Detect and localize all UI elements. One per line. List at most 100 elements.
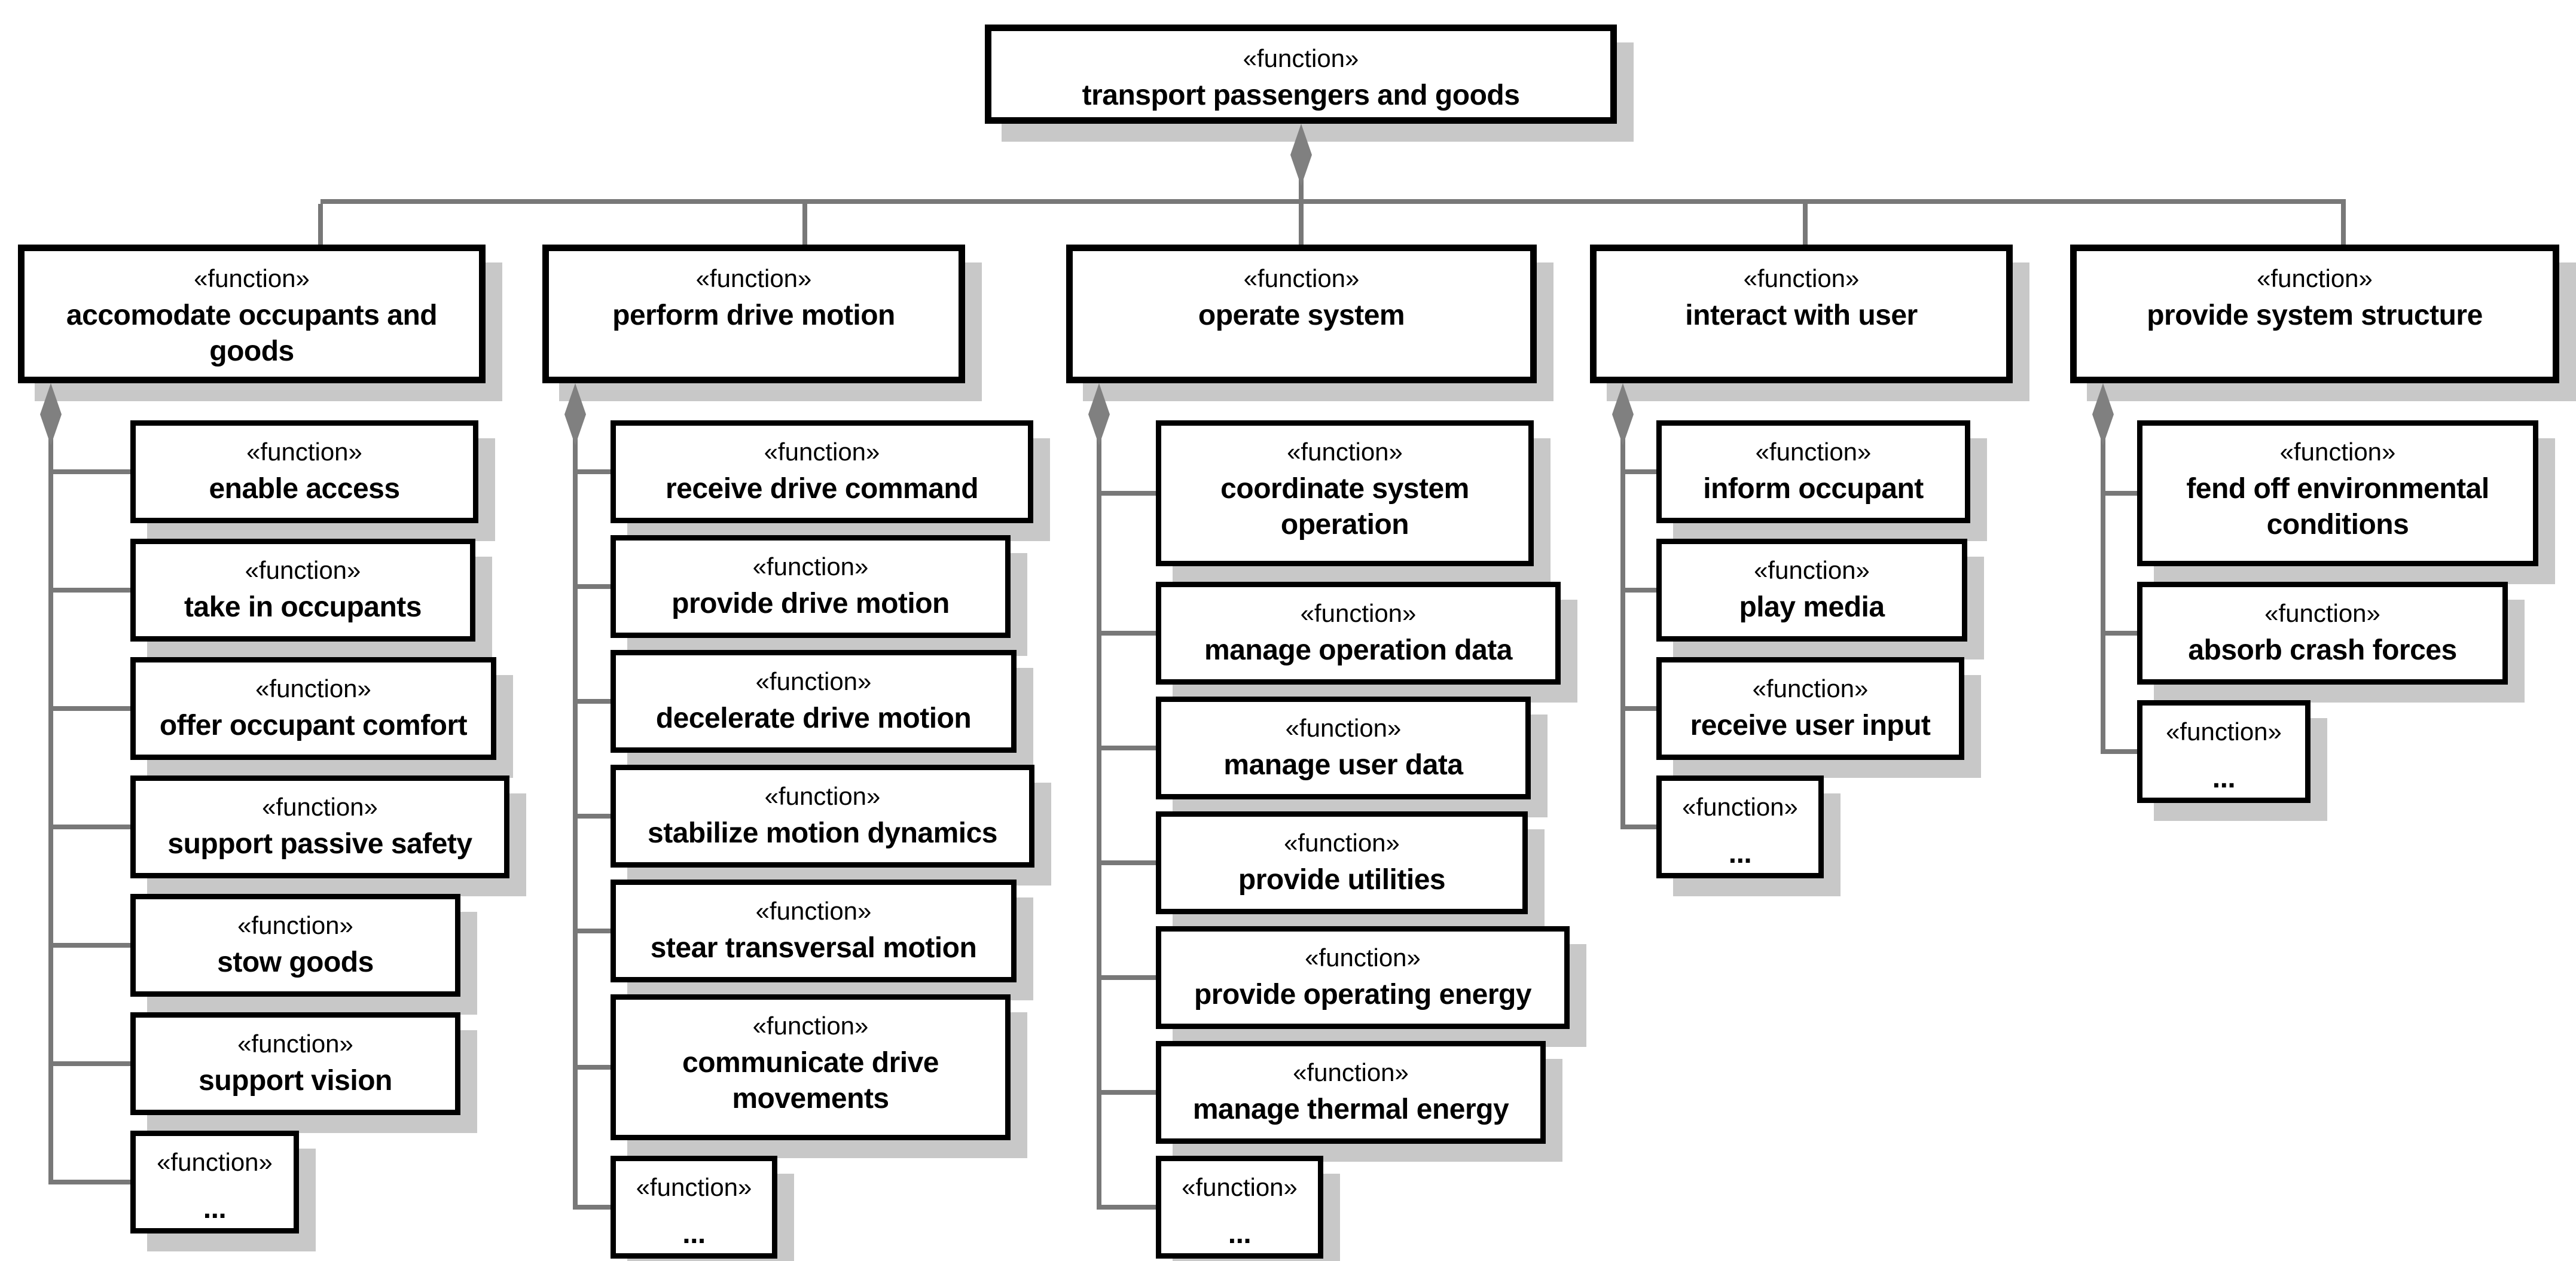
connector-drop — [318, 204, 323, 247]
child-function-box: «function»... — [2137, 700, 2311, 803]
tree-stub — [1099, 491, 1156, 496]
tree-stub — [575, 929, 611, 933]
child-function-box: «function» decelerate drive motion — [611, 650, 1017, 753]
function-name-label: enable access — [209, 473, 400, 505]
tree-stub — [51, 1061, 130, 1066]
child-function-box: «function» receive user input — [1656, 657, 1964, 760]
stereotype-label: «function» — [255, 674, 371, 703]
function-name-label: ... — [203, 1193, 227, 1225]
tree-stub — [575, 814, 611, 819]
tree-stub — [51, 825, 130, 829]
function-name-label: coordinate system operation — [1220, 473, 1469, 541]
stereotype-label: «function» — [157, 1148, 273, 1176]
tree-stub — [51, 469, 130, 474]
child-function-box: «function»fend off environmental conditi… — [2137, 420, 2538, 566]
function-name-label: support passive safety — [167, 828, 472, 860]
child-function-box: «function» coordinate system operation — [1156, 420, 1534, 566]
child-function-box: «function»provide operating energy — [1156, 926, 1570, 1029]
function-name-label: decelerate drive motion — [655, 703, 972, 734]
tree-stub — [1623, 588, 1656, 593]
tree-stub — [1099, 1205, 1156, 1210]
stereotype-label: «function» — [237, 911, 353, 939]
stereotype-label: «function» — [752, 1012, 869, 1040]
header-function-box: «function»interact with user — [1590, 245, 2013, 383]
tree-stub — [1099, 975, 1156, 980]
tree-stub — [2103, 491, 2137, 496]
stereotype-label: «function» — [1285, 714, 1402, 742]
child-function-box: «function»inform occupant — [1656, 420, 1970, 523]
tree-stub — [575, 584, 611, 589]
function-name-label: provide system structure — [2147, 300, 2483, 331]
function-name-label: ... — [1728, 838, 1752, 869]
tree-stub — [51, 1180, 130, 1184]
stereotype-label: «function» — [262, 793, 378, 821]
tree-line — [573, 383, 578, 1210]
child-function-box: «function»manage operation data — [1156, 582, 1561, 685]
tree-stub — [1099, 746, 1156, 750]
header-function-box: «function» provide system structure — [2070, 245, 2559, 383]
function-name-label: accomodate occupants and goods — [66, 300, 438, 367]
connector-drop — [802, 204, 807, 247]
stereotype-label: «function» — [194, 264, 310, 292]
function-name-label: receive user input — [1690, 710, 1931, 741]
child-function-box: «function»provide drive motion — [611, 535, 1011, 638]
stereotype-label: «function» — [636, 1173, 752, 1201]
stereotype-label: «function» — [1755, 438, 1872, 466]
stereotype-label: «function» — [1182, 1173, 1298, 1201]
function-name-label: provide operating energy — [1194, 979, 1532, 1010]
header-function-box: «function» perform drive motion — [542, 245, 965, 383]
child-function-box: «function»... — [611, 1156, 777, 1259]
function-name-label: ... — [2212, 762, 2236, 794]
function-name-label: ... — [1228, 1218, 1252, 1250]
function-name-label: manage user data — [1223, 749, 1463, 781]
stereotype-label: «function» — [1284, 829, 1400, 857]
stereotype-label: «function» — [755, 667, 872, 695]
function-name-label: play media — [1739, 591, 1885, 623]
composition-diamond-icon — [1612, 383, 1634, 445]
header-function-box: «function» accomodate occupants and goods — [18, 245, 486, 383]
child-function-box: «function»... — [1656, 775, 1824, 878]
stereotype-label: «function» — [1752, 674, 1869, 703]
child-function-box: «function»absorb crash forces — [2137, 582, 2508, 685]
composition-diamond-icon — [1088, 383, 1110, 445]
stereotype-label: «function» — [1293, 1058, 1409, 1086]
stereotype-label: «function» — [755, 897, 872, 925]
stereotype-label: «function» — [237, 1030, 353, 1058]
function-name-label: stow goods — [217, 946, 374, 978]
stereotype-label: «function» — [245, 556, 361, 584]
connector-drop — [2341, 204, 2346, 247]
tree-stub — [575, 699, 611, 704]
header-function-box: «function»operate system — [1066, 245, 1537, 383]
function-name-label: absorb crash forces — [2188, 634, 2457, 666]
tree-line — [2101, 383, 2105, 754]
root-function-box: «function»transport passengers and goods — [985, 25, 1617, 124]
child-function-box: «function»stabilize motion dynamics — [611, 765, 1034, 868]
composition-diamond-icon — [40, 383, 62, 445]
tree-stub — [575, 469, 611, 474]
function-name-label: stear transversal motion — [650, 932, 977, 964]
tree-stub — [575, 1205, 611, 1210]
tree-line — [1620, 383, 1625, 829]
child-function-box: «function»receive drive command — [611, 420, 1033, 523]
function-name-label: offer occupant comfort — [159, 710, 468, 741]
stereotype-label: «function» — [764, 782, 881, 810]
stereotype-label: «function» — [695, 264, 812, 292]
child-function-box: «function»play media — [1656, 539, 1967, 642]
function-name-label: take in occupants — [184, 591, 422, 623]
tree-stub — [1099, 860, 1156, 865]
tree-stub — [1099, 1090, 1156, 1095]
child-function-box: «function» take in occupants — [130, 539, 475, 642]
child-function-box: «function» support passive safety — [130, 775, 509, 878]
connector-bus — [321, 199, 2346, 204]
tree-line — [48, 383, 53, 1184]
stereotype-label: «function» — [246, 438, 362, 466]
stereotype-label: «function» — [752, 552, 869, 581]
function-name-label: perform drive motion — [612, 300, 895, 331]
composition-diamond-icon — [2092, 383, 2114, 445]
composition-diamond-icon — [564, 383, 586, 445]
tree-line — [1097, 383, 1101, 1210]
tree-stub — [1099, 631, 1156, 636]
stereotype-label: «function» — [2257, 264, 2373, 292]
stereotype-label: «function» — [1287, 438, 1403, 466]
